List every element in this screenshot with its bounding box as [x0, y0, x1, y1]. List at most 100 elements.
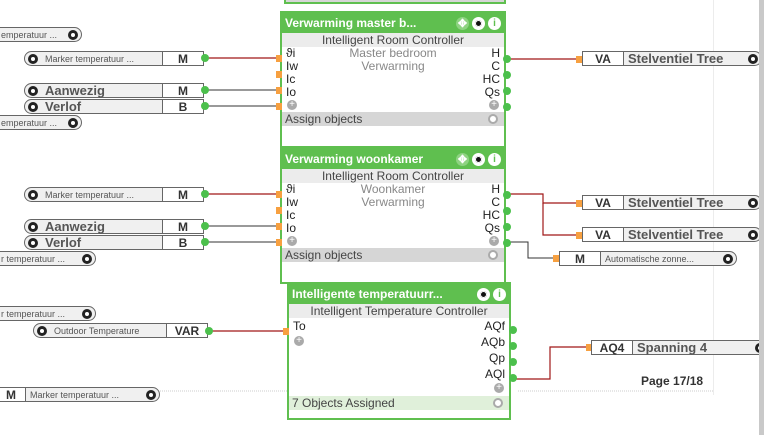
add-port-icon[interactable]: + — [494, 383, 504, 393]
output-connector[interactable] — [503, 239, 511, 247]
output-port[interactable]: Qs — [484, 85, 500, 99]
assign-icon[interactable] — [488, 250, 498, 260]
output-connector[interactable] — [509, 358, 517, 366]
output-connector[interactable] — [509, 342, 517, 350]
move-icon[interactable]: ✥ — [456, 16, 469, 30]
gear-icon[interactable] — [28, 101, 38, 112]
output-connector[interactable] — [201, 190, 209, 198]
gear-icon[interactable] — [82, 308, 92, 319]
output-connector[interactable] — [201, 102, 209, 110]
output-port[interactable]: H — [491, 182, 500, 196]
input-port[interactable]: Io — [286, 221, 297, 235]
output-port[interactable]: Qs — [484, 221, 500, 235]
gear-icon[interactable] — [37, 325, 47, 336]
object-aanwezig[interactable]: Aanwezig M — [24, 219, 204, 234]
input-connector[interactable] — [276, 55, 282, 62]
output-port[interactable]: C — [491, 195, 500, 209]
gear-icon[interactable] — [82, 253, 92, 264]
assign-objects-bar[interactable]: Assign objects — [282, 112, 504, 126]
output-connector[interactable] — [503, 191, 511, 199]
gear-icon[interactable] — [28, 189, 38, 200]
gear-icon[interactable] — [68, 117, 78, 128]
gear-icon[interactable] — [68, 29, 78, 40]
input-connector[interactable] — [276, 223, 282, 230]
output-port[interactable]: C — [491, 59, 500, 73]
gear-icon[interactable] — [748, 229, 758, 240]
object-temperature-truncated[interactable]: r temperatuur ... — [0, 306, 96, 321]
input-connector[interactable] — [276, 191, 282, 198]
object-verlof[interactable]: Verlof B — [24, 235, 204, 250]
output-connector[interactable] — [201, 222, 209, 230]
object-marker-temperatuur[interactable]: Marker temperatuur ... M — [24, 51, 204, 66]
object-temperature-truncated[interactable]: r temperatuur ... — [0, 251, 96, 266]
object-stelventiel-tree[interactable]: VA Stelventiel Tree — [582, 227, 762, 242]
input-connector[interactable] — [576, 56, 582, 63]
input-connector[interactable] — [276, 87, 282, 94]
output-connector[interactable] — [201, 238, 209, 246]
object-stelventiel-tree[interactable]: VA Stelventiel Tree — [582, 51, 762, 66]
output-connector[interactable] — [503, 87, 511, 95]
gear-icon[interactable] — [146, 389, 156, 400]
add-port-icon[interactable]: + — [294, 336, 304, 346]
input-connector[interactable] — [276, 239, 282, 246]
function-block-woonkamer[interactable]: Verwarming woonkamer ✥ i Intelligent Roo… — [280, 147, 506, 284]
gear-icon[interactable] — [28, 237, 38, 248]
assign-icon[interactable] — [488, 114, 498, 124]
object-outdoor-temperature[interactable]: Outdoor Temperature VAR — [33, 323, 208, 338]
input-connector[interactable] — [576, 200, 582, 207]
gear-icon[interactable] — [748, 53, 758, 64]
move-icon[interactable]: ✥ — [456, 152, 469, 166]
output-connector[interactable] — [503, 103, 511, 111]
gear-icon[interactable] — [472, 152, 485, 166]
gear-icon[interactable] — [28, 221, 38, 232]
input-port[interactable]: To — [293, 319, 306, 333]
input-connector[interactable] — [276, 207, 282, 214]
output-port[interactable]: AQf — [484, 319, 505, 333]
output-port[interactable]: HC — [482, 72, 500, 86]
gear-icon[interactable] — [748, 197, 758, 208]
input-connector[interactable] — [276, 103, 282, 110]
input-connector[interactable] — [576, 232, 582, 239]
input-connector[interactable] — [586, 344, 592, 351]
output-connector[interactable] — [503, 223, 511, 231]
object-marker-temperatuur[interactable]: Marker temperatuur ... M — [24, 187, 204, 202]
output-connector[interactable] — [201, 54, 209, 62]
info-icon[interactable]: i — [488, 16, 501, 30]
output-connector[interactable] — [503, 55, 511, 63]
output-connector[interactable] — [205, 327, 213, 335]
gear-icon[interactable] — [472, 16, 485, 30]
object-verlof[interactable]: Verlof B — [24, 99, 204, 114]
function-block-master-bedroom[interactable]: Verwarming master b... ✥ i Intelligent R… — [280, 11, 506, 148]
input-port[interactable]: ϑi — [286, 46, 296, 60]
output-connector[interactable] — [503, 207, 511, 215]
output-port[interactable]: AQb — [480, 335, 505, 349]
input-port[interactable]: Io — [286, 85, 297, 99]
block-header[interactable]: Verwarming woonkamer ✥ i — [282, 149, 504, 169]
input-port[interactable]: Iw — [286, 59, 298, 73]
object-spanning-4[interactable]: AQ4 Spanning 4 — [591, 340, 764, 355]
gear-icon[interactable] — [723, 253, 733, 264]
input-connector[interactable] — [276, 71, 282, 78]
add-port-icon[interactable]: + — [287, 100, 297, 110]
assign-icon[interactable] — [493, 398, 503, 408]
assigned-objects-bar[interactable]: 7 Objects Assigned — [289, 396, 509, 410]
object-temperature-truncated[interactable]: emperatuur ... — [0, 27, 82, 42]
output-port[interactable]: Qp — [488, 351, 505, 365]
gear-icon[interactable] — [28, 53, 38, 64]
input-connector[interactable] — [283, 328, 289, 335]
vertical-scrollbar[interactable] — [759, 0, 764, 435]
output-connector[interactable] — [503, 71, 511, 79]
object-aanwezig[interactable]: Aanwezig M — [24, 83, 204, 98]
assign-objects-bar[interactable]: Assign objects — [282, 248, 504, 262]
object-marker-temperatuur[interactable]: M Marker temperatuur ... — [0, 387, 160, 402]
input-port[interactable]: Ic — [286, 72, 296, 86]
object-automatische-zonne[interactable]: M Automatische zonne... — [559, 251, 737, 266]
input-port[interactable]: ϑi — [286, 182, 296, 196]
output-port[interactable]: H — [491, 46, 500, 60]
output-connector[interactable] — [509, 374, 517, 382]
output-port[interactable]: HC — [482, 208, 500, 222]
input-connector[interactable] — [553, 255, 559, 262]
add-port-icon[interactable]: + — [489, 100, 499, 110]
add-port-icon[interactable]: + — [287, 236, 297, 246]
gear-icon[interactable] — [477, 287, 490, 301]
